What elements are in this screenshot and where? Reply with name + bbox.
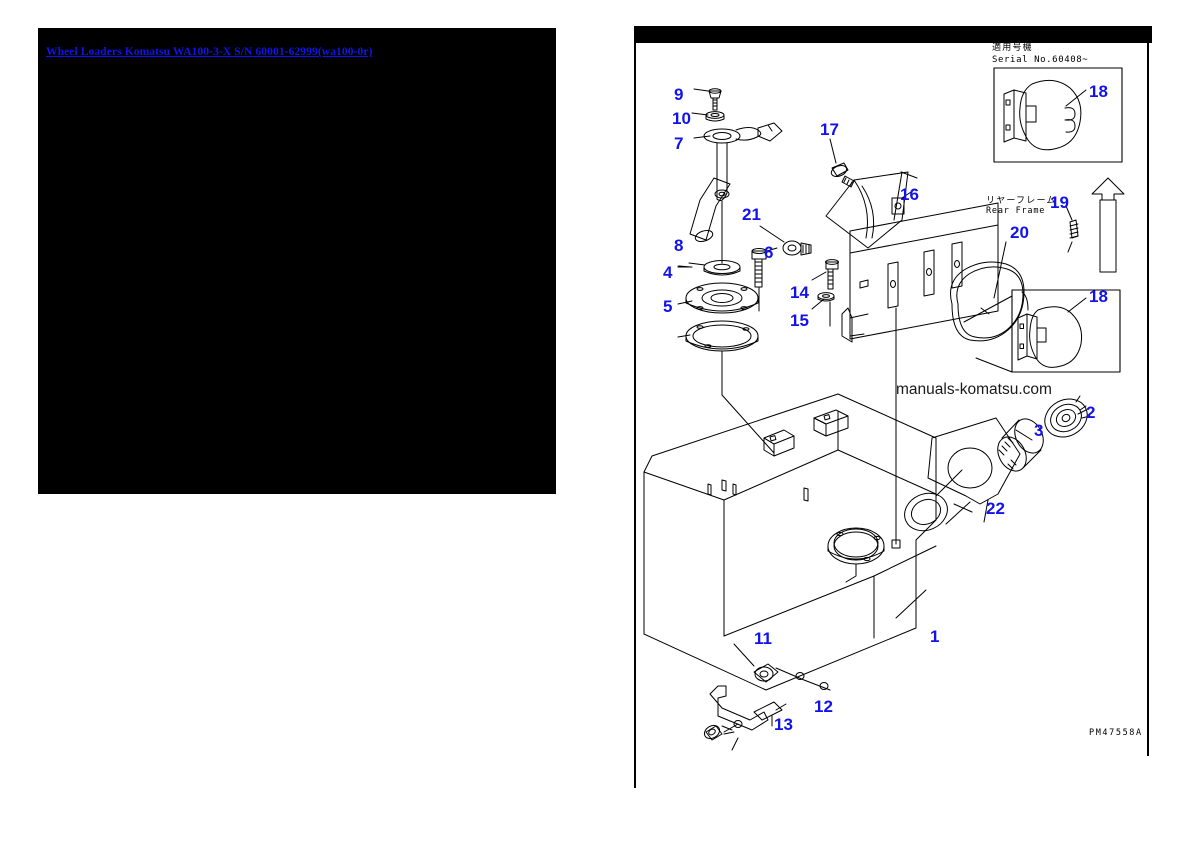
callout-number-22: 22 xyxy=(986,499,1005,518)
callout-number-2: 2 xyxy=(1086,403,1096,422)
serial-note-jp-label: 適用号機 xyxy=(992,43,1033,53)
watermark-text: manuals-komatsu.com xyxy=(896,381,1052,398)
parts-diagram-panel: 適用号機 Serial No.60408~ リヤーフレーム Rear Frame… xyxy=(634,26,1158,788)
callout-number-18: 18 xyxy=(1089,82,1108,101)
drawing-code-label: PM47558A xyxy=(1089,728,1143,738)
callout-number-8: 8 xyxy=(674,236,684,255)
callout-number-15: 15 xyxy=(790,311,809,330)
callout-number-7: 7 xyxy=(674,134,684,153)
callout-number-19: 19 xyxy=(1050,193,1069,212)
callout-number-5: 5 xyxy=(663,297,673,316)
diagram-right-border xyxy=(1147,26,1149,756)
callout-number-17: 17 xyxy=(820,120,839,139)
callout-number-13: 13 xyxy=(774,715,793,734)
rear-frame-en-label: Rear Frame xyxy=(986,206,1046,216)
callout-number-21: 21 xyxy=(742,205,761,224)
diagram-left-border xyxy=(634,26,636,788)
rear-frame-jp-label: リヤーフレーム xyxy=(986,196,1057,206)
callout-number-20: 20 xyxy=(1010,223,1029,242)
diagram-top-bar xyxy=(634,26,1152,43)
callout-number-10: 10 xyxy=(672,109,691,128)
callout-number-1: 1 xyxy=(930,627,940,646)
callout-number-11: 11 xyxy=(754,629,772,648)
callout-number-9: 9 xyxy=(674,85,684,104)
callout-number-3: 3 xyxy=(1034,421,1044,440)
callout-number-14: 14 xyxy=(790,283,809,302)
callout-number-18: 18 xyxy=(1089,287,1108,306)
callout-number-12: 12 xyxy=(814,697,833,716)
callout-number-16: 16 xyxy=(900,185,919,204)
catalog-preview-panel: Wheel Loaders Komatsu WA100-3-X S/N 6000… xyxy=(38,28,556,494)
parts-diagram-artwork xyxy=(643,67,1125,751)
callout-number-6: 6 xyxy=(764,243,774,262)
serial-note-en-label: Serial No.60408~ xyxy=(992,55,1089,65)
catalog-title-link[interactable]: Wheel Loaders Komatsu WA100-3-X S/N 6000… xyxy=(46,46,373,58)
callout-number-4: 4 xyxy=(663,263,673,282)
